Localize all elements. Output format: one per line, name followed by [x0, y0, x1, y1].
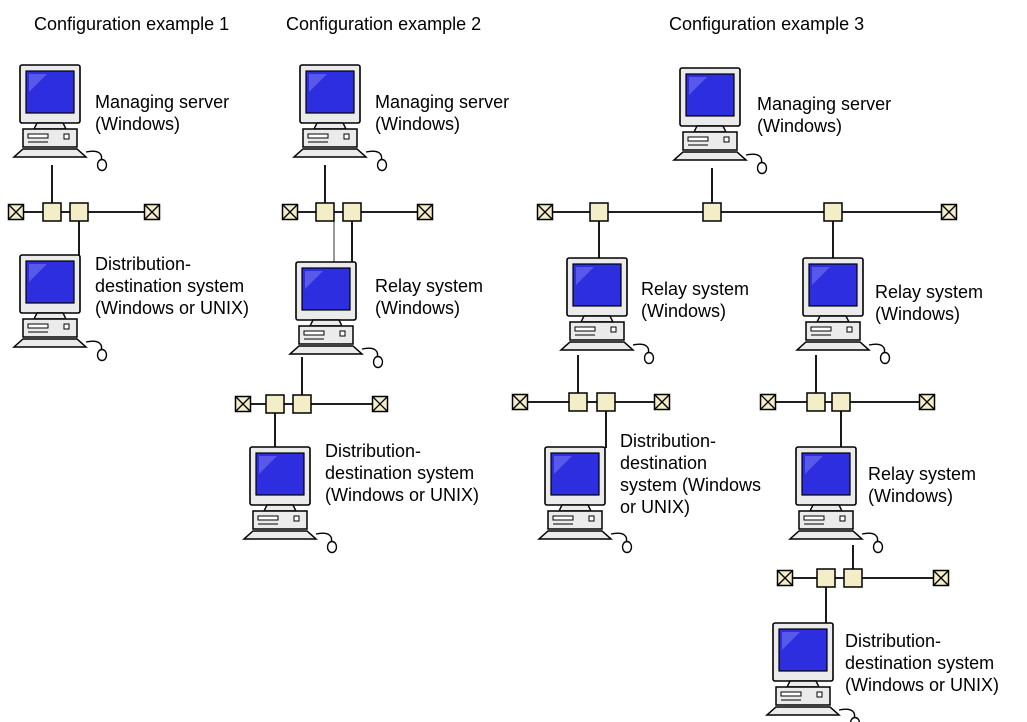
terminator-icon — [234, 395, 252, 413]
mouse-icon — [621, 540, 633, 554]
terminator-icon — [416, 203, 434, 221]
screen-icon — [301, 267, 351, 311]
terminator-icon — [143, 203, 161, 221]
network-node-icon — [823, 202, 843, 222]
network-node-icon — [702, 202, 722, 222]
mouse-icon — [96, 158, 108, 172]
diagram-label: Relay system(Windows) — [641, 279, 749, 321]
network-node-icon — [265, 394, 285, 414]
mouse-icon — [849, 716, 861, 722]
screen-icon — [808, 263, 858, 307]
network-node-icon — [596, 392, 616, 412]
diagram-label: Distribution-destination system(Windows … — [95, 254, 249, 318]
network-node-icon — [42, 202, 62, 222]
computer-icon — [765, 622, 861, 722]
computer-icon — [672, 67, 768, 175]
diagram-label: Distribution-destination system(Windows … — [845, 631, 999, 695]
terminator-icon — [371, 395, 389, 413]
screen-icon — [778, 628, 828, 672]
diagram-label: Managing server(Windows) — [757, 94, 891, 136]
diagram-label: Relay system(Windows) — [868, 464, 976, 506]
computer-icon — [795, 257, 891, 365]
configuration-heading: Configuration example 2 — [286, 14, 481, 34]
screen-icon — [25, 260, 75, 304]
diagram-label: Distribution-destination system(Windows … — [325, 441, 479, 505]
terminator-icon — [932, 569, 950, 587]
terminator-icon — [536, 203, 554, 221]
screen-icon — [255, 452, 305, 496]
configuration-heading: Configuration example 1 — [34, 14, 229, 34]
computers — [12, 64, 891, 722]
terminator-icon — [511, 393, 529, 411]
computer-icon — [288, 261, 384, 369]
diagram-label: Relay system(Windows) — [375, 276, 483, 318]
terminator-icon — [940, 203, 958, 221]
screen-icon — [25, 70, 75, 114]
computer-icon — [12, 64, 108, 172]
network-nodes — [7, 202, 958, 588]
computer-icon — [537, 446, 633, 554]
diagram-label: Managing server(Windows) — [95, 92, 229, 134]
computer-icon — [292, 64, 388, 172]
mouse-icon — [326, 540, 338, 554]
network-node-icon — [831, 392, 851, 412]
network-node-icon — [342, 202, 362, 222]
mouse-icon — [643, 351, 655, 365]
mouse-icon — [96, 348, 108, 362]
screen-icon — [572, 263, 622, 307]
screen-icon — [305, 70, 355, 114]
terminator-icon — [653, 393, 671, 411]
mouse-icon — [372, 355, 384, 369]
network-node-icon — [816, 568, 836, 588]
computer-icon — [788, 446, 884, 554]
terminator-icon — [918, 393, 936, 411]
network-node-icon — [589, 202, 609, 222]
screen-icon — [685, 73, 735, 117]
network-node-icon — [843, 568, 863, 588]
labels: Configuration example 1 Configuration exa… — [34, 14, 999, 695]
network-node-icon — [568, 392, 588, 412]
terminator-icon — [7, 203, 25, 221]
computer-icon — [242, 446, 338, 554]
diagram-label: Relay system(Windows) — [875, 282, 983, 324]
network-node-icon — [69, 202, 89, 222]
terminator-icon — [759, 393, 777, 411]
mouse-icon — [376, 158, 388, 172]
mouse-icon — [872, 540, 884, 554]
screen-icon — [550, 452, 600, 496]
mouse-icon — [879, 351, 891, 365]
computer-icon — [559, 257, 655, 365]
computer-icon — [12, 254, 108, 362]
mouse-icon — [756, 161, 768, 175]
terminator-icon — [281, 203, 299, 221]
network-node-icon — [806, 392, 826, 412]
network-node-icon — [315, 202, 335, 222]
screen-icon — [801, 452, 851, 496]
diagram-label: Managing server(Windows) — [375, 92, 509, 134]
network-node-icon — [292, 394, 312, 414]
configuration-heading: Configuration example 3 — [669, 14, 864, 34]
terminator-icon — [776, 569, 794, 587]
